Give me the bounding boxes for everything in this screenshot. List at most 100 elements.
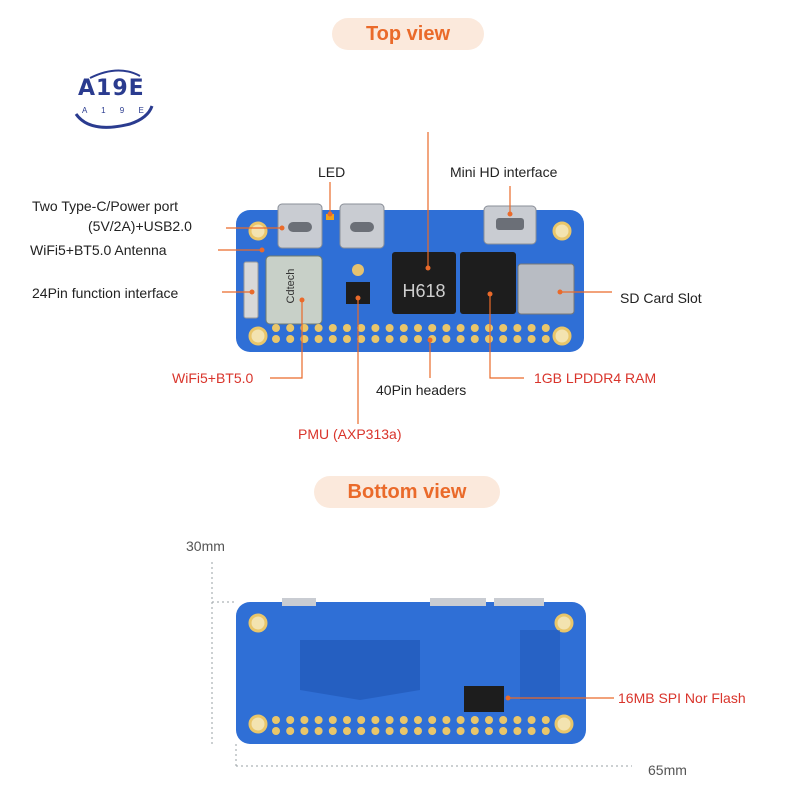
label-typec-2: (5V/2A)+USB2.0: [88, 218, 192, 234]
logo-swoosh: [74, 69, 154, 129]
header-pin: [470, 335, 479, 343]
header-pin: [272, 335, 280, 343]
soc-label: H618: [402, 281, 445, 301]
h618-soc: [392, 252, 456, 314]
header-pin: [456, 324, 465, 332]
header-pin: [286, 727, 295, 735]
header-pin: [470, 324, 479, 332]
header-pin: [527, 335, 536, 343]
header-pin: [456, 716, 465, 724]
header-pin: [527, 324, 536, 332]
header-pin: [456, 335, 465, 343]
header-pin: [286, 324, 295, 332]
header-pin: [499, 727, 508, 735]
header-pin: [314, 324, 323, 332]
mounting-hole: [248, 326, 268, 346]
logo-text: A19E: [78, 76, 145, 101]
label-spi-flash: 16MB SPI Nor Flash: [618, 690, 746, 706]
header-pin: [286, 335, 295, 343]
top-view-header: Top view: [332, 18, 484, 50]
header-pin: [485, 324, 493, 332]
header-pin: [272, 324, 280, 332]
header-pin: [328, 716, 337, 724]
header-pin: [399, 335, 408, 343]
brand-logo: A19E A 1 9 E: [70, 66, 154, 136]
label-mini-hd: Mini HD interface: [450, 164, 558, 180]
header-pin: [414, 324, 422, 332]
header-pin: [371, 335, 380, 343]
header-pin: [541, 335, 550, 343]
header-pin: [371, 324, 380, 332]
header-pin: [357, 335, 366, 343]
header-pin: [343, 335, 351, 343]
header-pin: [385, 727, 394, 735]
led: [326, 214, 334, 220]
header-pin: [385, 716, 394, 724]
label-typec-1: Two Type-C/Power port: [32, 198, 179, 214]
header-pin: [343, 727, 351, 735]
top-leader-lines: [218, 132, 612, 424]
header-pin: [428, 716, 437, 724]
header-pin: [470, 716, 479, 724]
label-ram: 1GB LPDDR4 RAM: [534, 370, 657, 386]
bottom-board: [236, 598, 586, 744]
header-pin: [485, 335, 493, 343]
header-pin: [343, 716, 351, 724]
header-pin: [499, 335, 508, 343]
header-pin: [428, 324, 437, 332]
header-pin: [328, 324, 337, 332]
pmu-chip: [346, 282, 370, 304]
pin-header-bottom: [272, 716, 550, 735]
header-pin: [399, 716, 408, 724]
label-wifi-antenna: WiFi5+BT5.0 Antenna: [30, 242, 167, 258]
leader-dots: [249, 211, 563, 343]
header-pin: [513, 716, 522, 724]
header-pin: [357, 716, 366, 724]
logo-subtext: A 1 9 E: [82, 106, 150, 115]
header-pin: [442, 727, 451, 735]
mounting-hole: [552, 326, 572, 346]
header-pin: [328, 335, 337, 343]
ram-chip: [460, 252, 516, 314]
header-pin: [485, 716, 493, 724]
wifi-brand: Cdtech: [285, 269, 297, 304]
header-pin: [300, 716, 309, 724]
label-width: 65mm: [648, 762, 687, 778]
header-pin: [442, 716, 451, 724]
wifi-module: [265, 255, 323, 325]
header-pin: [442, 335, 451, 343]
header-pin: [541, 324, 550, 332]
header-pin: [314, 716, 323, 724]
header-pin: [414, 716, 422, 724]
label-sd-card: SD Card Slot: [620, 290, 702, 306]
label-led: LED: [318, 164, 346, 180]
header-pin: [385, 324, 394, 332]
header-pin: [357, 324, 366, 332]
header-pin: [428, 727, 437, 735]
label-pmu: PMU (AXP313a): [298, 426, 402, 442]
header-pin: [527, 727, 536, 735]
label-function-interface: 24Pin function interface: [32, 285, 179, 301]
header-pin: [513, 324, 522, 332]
header-pin: [442, 324, 451, 332]
header-pin: [513, 727, 522, 735]
spi-flash-chip: [464, 686, 504, 712]
sd-card-slot: [517, 263, 575, 315]
header-pin: [371, 716, 380, 724]
header-pin: [399, 727, 408, 735]
header-pin: [527, 716, 536, 724]
header-pin: [499, 716, 508, 724]
header-pin: [272, 716, 280, 724]
top-board: Cdtech H618: [236, 203, 584, 352]
header-pin: [300, 727, 309, 735]
label-wifi-module: WiFi5+BT5.0: [172, 370, 254, 386]
header-pin: [414, 727, 422, 735]
header-pin: [286, 716, 295, 724]
label-height: 30mm: [186, 538, 225, 554]
header-pin: [541, 727, 550, 735]
label-pin-headers: 40Pin headers: [376, 382, 467, 398]
header-pin: [485, 727, 493, 735]
header-pin: [343, 324, 351, 332]
dimension-lines: [211, 562, 632, 767]
